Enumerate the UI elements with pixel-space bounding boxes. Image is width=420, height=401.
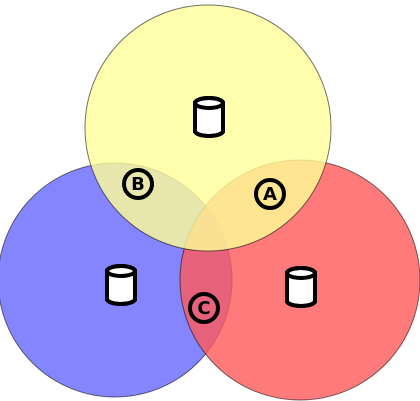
marker-c-label: C: [197, 298, 210, 319]
marker-a: A: [254, 178, 286, 210]
circles-layer: [0, 4, 420, 401]
database-cylinder-icon: [285, 266, 317, 308]
marker-a-label: A: [263, 184, 277, 205]
marker-b: B: [122, 168, 154, 200]
database-cylinder-icon: [193, 96, 225, 138]
marker-c: C: [188, 292, 220, 324]
marker-b-label: B: [131, 174, 145, 195]
database-cylinder-icon: [105, 264, 137, 306]
